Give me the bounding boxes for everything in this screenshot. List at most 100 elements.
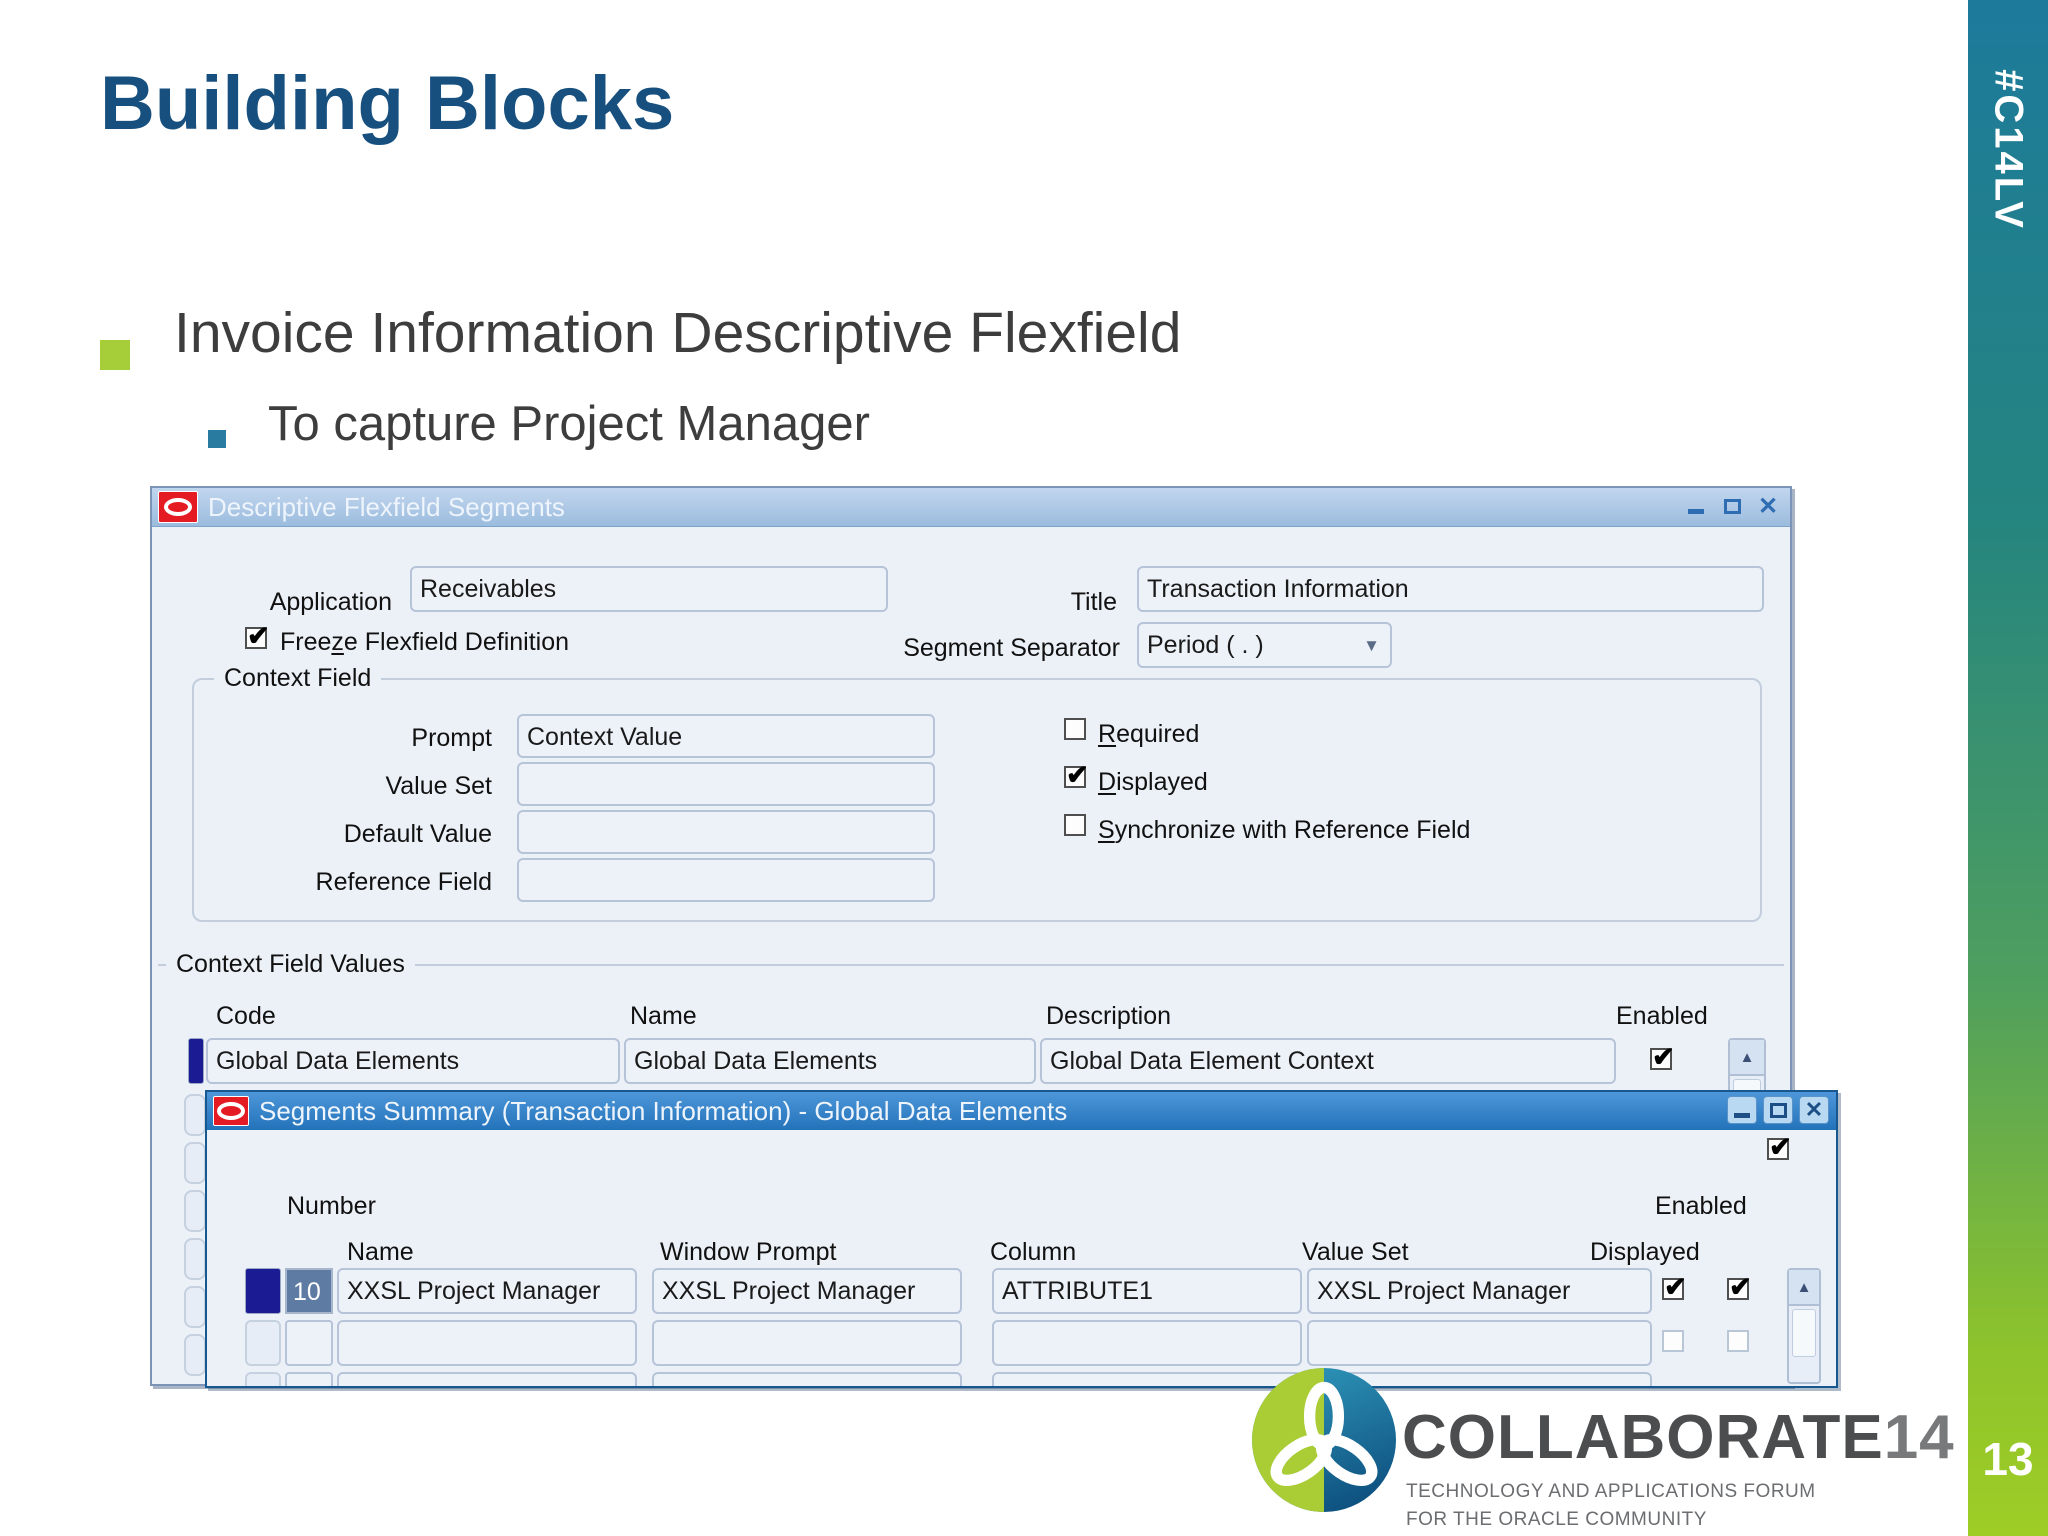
segments-summary-window: Segments Summary (Transaction Informatio… bbox=[205, 1090, 1838, 1388]
window2-titlebar[interactable]: Segments Summary (Transaction Informatio… bbox=[207, 1092, 1836, 1130]
scroll-up-icon[interactable]: ▲ bbox=[1789, 1270, 1819, 1306]
default-value-label: Default Value bbox=[343, 820, 492, 848]
segment-separator-label: Segment Separator bbox=[903, 634, 1120, 662]
description-header: Description bbox=[1046, 1002, 1172, 1030]
code-header: Code bbox=[216, 1002, 276, 1030]
enabled-header: Enabled bbox=[1655, 1192, 1747, 1220]
window1-title: Descriptive Flexfield Segments bbox=[208, 491, 565, 522]
page-number: 13 bbox=[1982, 1433, 2034, 1485]
title-field[interactable]: Transaction Information bbox=[1137, 566, 1764, 612]
enabled-checkbox[interactable]: ✔ bbox=[1650, 1042, 1675, 1072]
check-icon: ✔ bbox=[1729, 1272, 1752, 1302]
freeze-flexfield-checkbox[interactable]: ✔ bbox=[245, 621, 270, 651]
empty-record-cell[interactable] bbox=[184, 1094, 206, 1136]
bullet-text: Invoice Information Descriptive Flexfiel… bbox=[174, 301, 1182, 365]
name-header: Name bbox=[630, 1002, 697, 1030]
check-icon: ✔ bbox=[1664, 1272, 1687, 1302]
sub-bullet-text: To capture Project Manager bbox=[268, 397, 870, 451]
number-cell[interactable]: 10 bbox=[285, 1268, 333, 1314]
number-cell[interactable] bbox=[285, 1320, 333, 1366]
value-set-cell[interactable] bbox=[1307, 1320, 1652, 1366]
check-icon: ✔ bbox=[247, 621, 270, 651]
sub-bullet-marker bbox=[208, 430, 226, 448]
window-prompt-header: Window Prompt bbox=[660, 1238, 837, 1266]
check-icon: ✔ bbox=[1769, 1132, 1792, 1162]
required-label: Required bbox=[1098, 720, 1200, 748]
enabled-header: Enabled bbox=[1616, 1002, 1708, 1030]
minimize-icon[interactable] bbox=[1728, 1097, 1756, 1123]
segment-name-cell[interactable] bbox=[337, 1320, 637, 1366]
column-header: Column bbox=[990, 1238, 1077, 1266]
segment-separator-dropdown[interactable]: Period ( . ) ▼ bbox=[1137, 622, 1392, 668]
default-value-field[interactable] bbox=[517, 810, 935, 854]
reference-field-field[interactable] bbox=[517, 858, 935, 902]
empty-record-cell[interactable] bbox=[184, 1190, 206, 1232]
number-header: Number bbox=[287, 1192, 376, 1220]
displayed-header: Displayed bbox=[1590, 1238, 1700, 1266]
segment-name-cell[interactable]: XXSL Project Manager bbox=[337, 1268, 637, 1314]
required-checkbox[interactable]: ✔ bbox=[1064, 718, 1086, 740]
application-field[interactable]: Receivables bbox=[410, 566, 888, 612]
close-icon[interactable]: ✕ bbox=[1800, 1097, 1828, 1123]
title-label: Title bbox=[1070, 588, 1117, 616]
displayed-label: Displayed bbox=[1098, 768, 1208, 796]
window-prompt-cell[interactable] bbox=[652, 1320, 962, 1366]
value-set-field[interactable] bbox=[517, 762, 935, 806]
scrollbar-thumb[interactable] bbox=[1792, 1309, 1816, 1357]
window-prompt-cell[interactable]: XXSL Project Manager bbox=[652, 1268, 962, 1314]
empty-record-cell[interactable] bbox=[184, 1238, 206, 1280]
bullet-marker bbox=[100, 340, 130, 370]
record-selector[interactable] bbox=[245, 1372, 281, 1386]
name-cell[interactable]: Global Data Elements bbox=[624, 1038, 1036, 1084]
number-cell[interactable] bbox=[285, 1372, 333, 1386]
freeze-flexfield-label: Freeze Flexfield Definition bbox=[280, 628, 570, 656]
synchronize-label: Synchronize with Reference Field bbox=[1098, 816, 1471, 844]
column-cell[interactable]: ATTRIBUTE1 bbox=[992, 1268, 1302, 1314]
value-set-cell[interactable]: XXSL Project Manager bbox=[1307, 1268, 1652, 1314]
code-cell[interactable]: Global Data Elements bbox=[206, 1038, 620, 1084]
page-title: Building Blocks bbox=[100, 61, 675, 146]
oracle-logo-icon bbox=[213, 1096, 249, 1126]
empty-record-cell[interactable] bbox=[184, 1142, 206, 1184]
window2-top-checkbox[interactable]: ✔ bbox=[1767, 1132, 1792, 1162]
value-set-label: Value Set bbox=[385, 772, 492, 800]
gradient-sidebar: #C14LV 13 bbox=[1968, 0, 2048, 1536]
section-divider bbox=[158, 964, 1784, 966]
synchronize-checkbox[interactable]: ✔ bbox=[1064, 814, 1086, 836]
scrollbar[interactable]: ▲ bbox=[1787, 1268, 1821, 1384]
record-selector[interactable] bbox=[245, 1320, 281, 1366]
enabled-checkbox[interactable]: ✔ bbox=[1727, 1272, 1752, 1302]
column-cell[interactable] bbox=[992, 1320, 1302, 1366]
displayed-checkbox[interactable]: ✔ bbox=[1662, 1272, 1687, 1302]
minimize-icon[interactable] bbox=[1682, 493, 1710, 519]
chevron-down-icon: ▼ bbox=[1363, 636, 1380, 655]
record-selector[interactable] bbox=[245, 1268, 281, 1314]
maximize-icon[interactable] bbox=[1764, 1097, 1792, 1123]
name-header: Name bbox=[347, 1238, 414, 1266]
enabled-checkbox[interactable]: ✔ bbox=[1727, 1330, 1749, 1352]
brand-wordmark: COLLABORATE14 bbox=[1402, 1403, 1955, 1472]
check-icon: ✔ bbox=[1652, 1042, 1675, 1072]
close-icon[interactable]: ✕ bbox=[1757, 492, 1779, 520]
maximize-icon[interactable] bbox=[1718, 493, 1746, 519]
displayed-checkbox[interactable]: ✔ bbox=[1662, 1330, 1684, 1352]
window-prompt-cell[interactable] bbox=[652, 1372, 962, 1386]
window2-title: Segments Summary (Transaction Informatio… bbox=[259, 1095, 1068, 1126]
record-selector[interactable] bbox=[188, 1038, 204, 1084]
description-cell[interactable]: Global Data Element Context bbox=[1040, 1038, 1616, 1084]
empty-record-cell[interactable] bbox=[184, 1334, 206, 1376]
oracle-logo-icon bbox=[158, 491, 198, 523]
window1-titlebar[interactable]: Descriptive Flexfield Segments ✕ bbox=[152, 488, 1790, 527]
displayed-checkbox[interactable]: ✔ bbox=[1064, 760, 1089, 790]
scroll-up-icon[interactable]: ▲ bbox=[1730, 1040, 1764, 1076]
context-field-values-legend: Context Field Values bbox=[166, 950, 415, 979]
prompt-label: Prompt bbox=[411, 724, 492, 752]
reference-field-label: Reference Field bbox=[315, 868, 492, 896]
context-field-group: Context Field bbox=[192, 664, 1762, 922]
segment-name-cell[interactable] bbox=[337, 1372, 637, 1386]
value-set-header: Value Set bbox=[1302, 1238, 1409, 1266]
collaborate-logo bbox=[1252, 1368, 1396, 1512]
empty-record-cell[interactable] bbox=[184, 1286, 206, 1328]
prompt-field[interactable]: Context Value bbox=[517, 714, 935, 758]
